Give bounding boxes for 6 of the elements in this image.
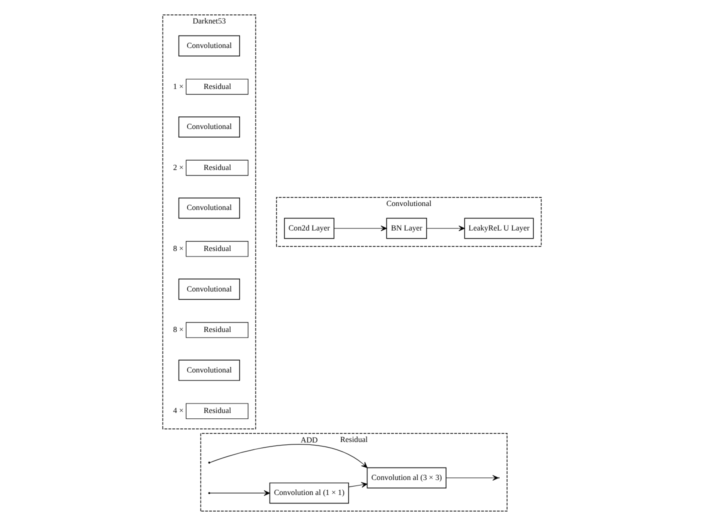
- node-label: 1 ×: [172, 82, 184, 91]
- edge-label: ADD: [300, 436, 318, 444]
- node-label: 8 ×: [172, 244, 184, 254]
- node-label: 8 ×: [172, 325, 184, 334]
- node-label: 4 ×: [172, 406, 184, 416]
- node-label: 2 ×: [172, 162, 184, 172]
